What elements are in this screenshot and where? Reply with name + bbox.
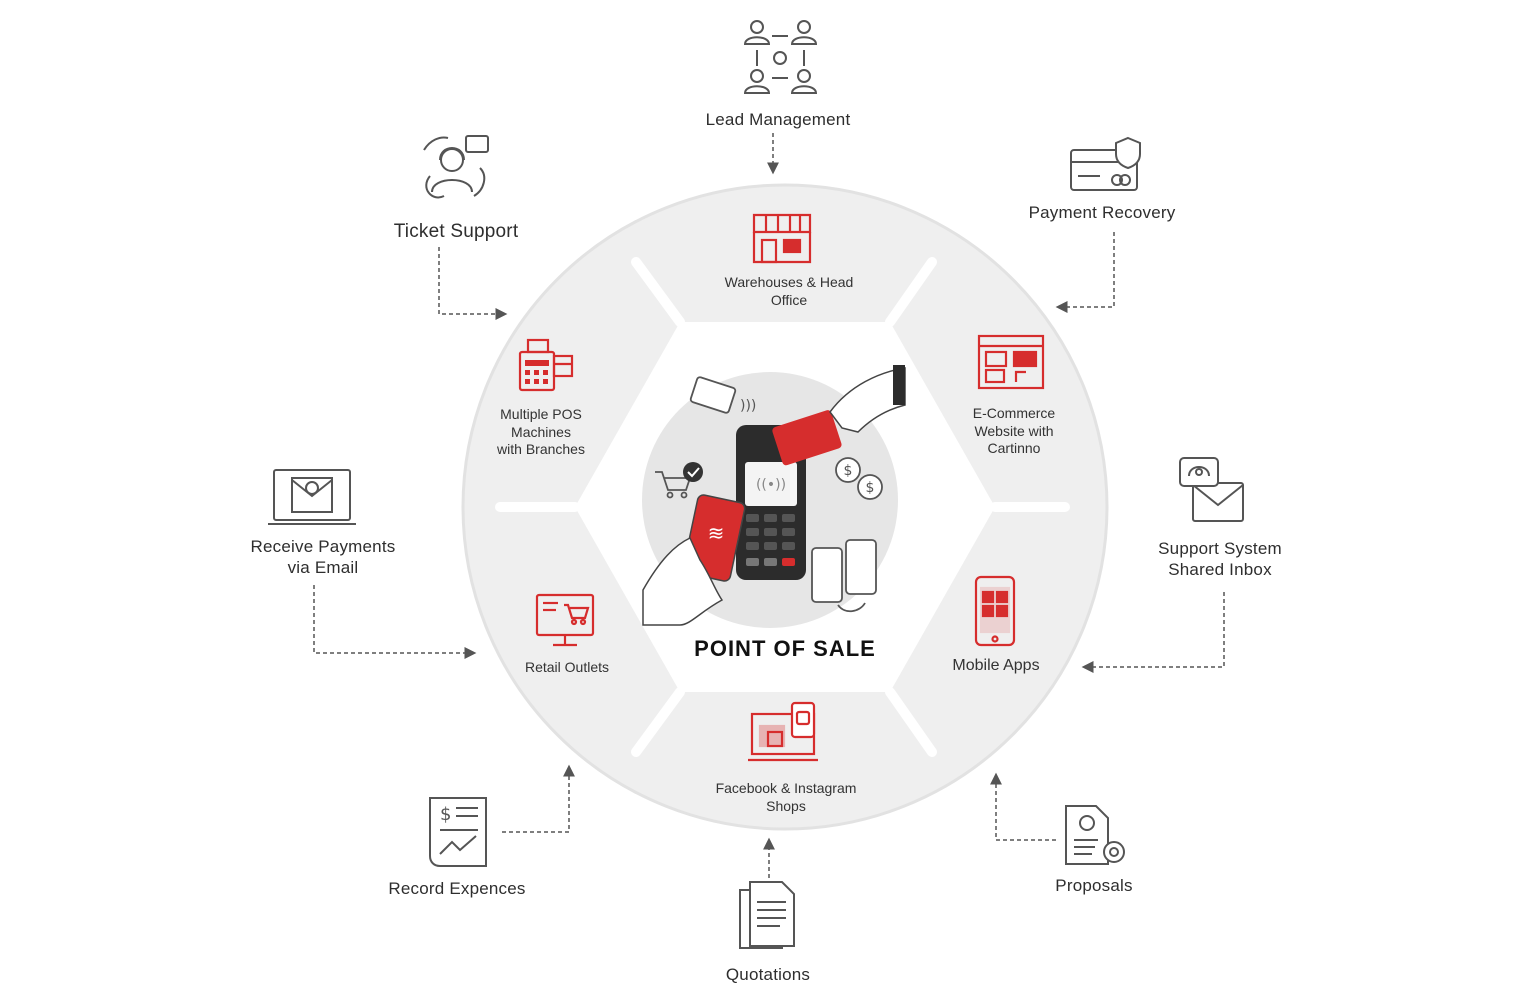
satellite-ticket-support: Ticket Support [393,221,519,242]
device-sync-icon [811,539,877,613]
satellite-quotations: Quotations [725,965,811,984]
retail-outlet-icon [535,593,595,647]
segment-ecommerce-line3: Cartinno [987,440,1041,456]
segment-dividers [495,257,1070,757]
segment-ecommerce-line1: E-Commerce [972,405,1056,421]
currency-exchange-icon: $ $ [835,457,883,500]
payment-recovery-icon [1070,136,1141,191]
segment-retail-outlets: Retail Outlets [525,659,609,677]
segment-pos-machines: Multiple POS Machines with Branches [497,406,585,459]
mobile-app-icon [974,575,1016,647]
svg-text:$: $ [844,463,853,479]
segment-retail-outlets-line1: Retail Outlets [524,659,610,675]
segment-warehouses-line1: Warehouses & Head [724,274,854,290]
svg-text:((•)): ((•)) [756,477,786,493]
ecommerce-website-icon [977,334,1045,390]
center-title: POINT OF SALE [694,636,876,661]
satellite-proposals: Proposals [1055,876,1133,895]
satellite-support-inbox-line1: Support System [1158,539,1282,558]
svg-text:))): ))) [740,398,756,414]
segment-pos-machines-line2: Machines [511,423,571,440]
lead-management-icon [743,20,818,94]
segment-social-shops-line2: Shops [766,797,806,814]
red-card-hand [772,365,906,466]
support-inbox-icon [1179,457,1244,522]
satellite-support-inbox: Support System Shared Inbox [1158,538,1282,581]
segment-mobile-apps: Mobile Apps [952,656,1039,676]
quotations-icon [739,881,795,949]
svg-text:≋: ≋ [708,521,725,545]
satellite-receive-payments-line1: Receive Payments [250,537,396,556]
record-expences-icon: $ [429,797,487,867]
segment-social-shops: Facebook & Instagram Shops [716,780,857,815]
satellite-record-expences: Record Expences [388,879,526,898]
connectors [313,133,1225,878]
segment-warehouses-line2: Office [770,291,808,308]
email-payment-icon [268,469,356,525]
svg-text:$: $ [440,804,451,825]
satellite-support-inbox-line2: Shared Inbox [1168,560,1272,580]
satellite-receive-payments-line2: via Email [287,558,359,578]
segment-pos-machines-line3: with Branches [497,441,585,457]
card-contactless-icon: ))) [689,376,756,414]
segment-pos-machines-line1: Multiple POS [500,406,582,422]
satellite-payment-recovery: Payment Recovery [1028,203,1176,222]
warehouse-store-icon [752,213,812,264]
satellite-lead-management: Lead Management [705,110,851,129]
cart-check-icon [655,462,703,499]
segment-ecommerce-line2: Website with [974,422,1054,439]
svg-text:$: $ [866,480,875,496]
social-shop-icon [748,701,818,762]
proposals-icon [1065,805,1125,865]
ticket-support-icon [423,135,489,199]
segment-mobile-apps-line1: Mobile Apps [952,657,1040,674]
segment-warehouses: Warehouses & Head Office [725,274,854,309]
phone-hand: ≋ [642,494,746,626]
segment-social-shops-line1: Facebook & Instagram [715,780,857,796]
pos-machine-icon [518,338,574,392]
satellite-receive-payments: Receive Payments via Email [251,536,396,579]
segment-ecommerce: E-Commerce Website with Cartinno [973,405,1055,458]
